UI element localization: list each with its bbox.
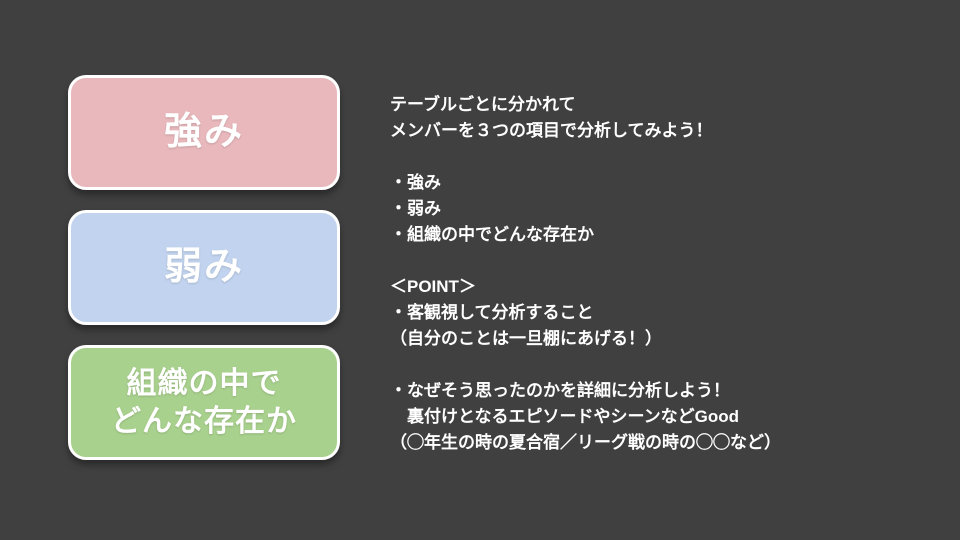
body-text-line: ・組織の中でどんな存在か [390, 225, 594, 244]
body-text-line: （自分のことは一旦棚にあげる！） [390, 329, 662, 348]
body-text-line: ・なぜそう思ったのかを詳細に分析しよう！ [390, 381, 730, 400]
body-text-line: ＜POINT＞ [390, 277, 476, 296]
shape-box-column: 強み 弱み 組織の中で どんな存在か [68, 75, 340, 480]
weaknesses-box: 弱み [68, 210, 340, 325]
slide-body-text: テーブルごとに分かれて メンバーを３つの項目で分析してみよう！ ・強み ・弱み … [390, 92, 781, 482]
analysis-items-paragraph: ・強み ・弱み ・組織の中でどんな存在か [390, 170, 781, 248]
intro-paragraph: テーブルごとに分かれて メンバーを３つの項目で分析してみよう！ [390, 92, 781, 144]
weaknesses-box-label: 弱み [163, 245, 244, 288]
body-text-line: ・強み [390, 173, 441, 192]
detail-paragraph: ・なぜそう思ったのかを詳細に分析しよう！ 裏付けとなるエピソードやシーンなどGo… [390, 378, 781, 456]
body-text-line: テーブルごとに分かれて [390, 95, 576, 114]
role-in-organization-box: 組織の中で どんな存在か [68, 345, 340, 460]
body-text-line: 裏付けとなるエピソードやシーンなどGood [390, 407, 740, 426]
body-text-line: ・弱み [390, 199, 441, 218]
point-paragraph: ＜POINT＞ ・客観視して分析すること （自分のことは一旦棚にあげる！） [390, 274, 781, 352]
strengths-box: 強み [68, 75, 340, 190]
body-text-line: メンバーを３つの項目で分析してみよう！ [390, 121, 713, 140]
role-in-organization-box-label: 組織の中で どんな存在か [111, 367, 297, 438]
body-text-line: ・客観視して分析すること [390, 303, 594, 322]
body-text-line: （◯年生の時の夏合宿／リーグ戦の時の◯◯など） [390, 433, 781, 452]
strengths-box-label: 強み [163, 110, 244, 153]
